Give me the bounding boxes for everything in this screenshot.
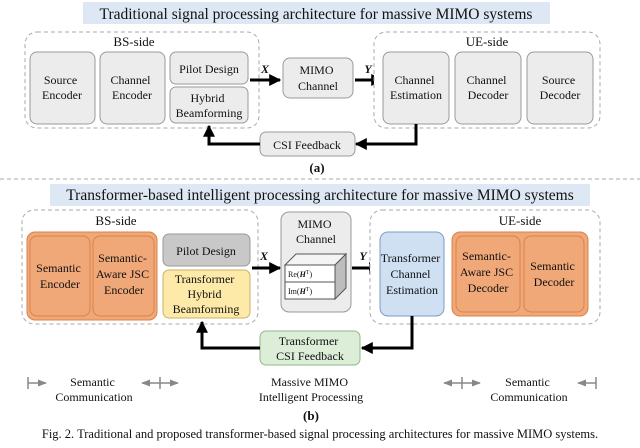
channel-decoder-box [454,51,522,125]
channel-cube-icon [283,252,348,301]
jsc-encoder-label: Semantic- Aware JSC Encoder [96,251,152,297]
panel-a-title-bg [83,2,550,24]
pilot-design-box [169,51,249,85]
panel-a-feedback-line-left [203,124,260,146]
panel-b-ue-label: UE-side [499,213,542,228]
panel-b-title-bg [50,184,590,206]
jsc-decoder-label: Semantic- Aware JSC Decoder [460,249,516,295]
panel-a-mimo-channel-label: MIMO Channel [298,63,339,93]
panel-b-x-label: X [259,249,269,263]
source-decoder-label: Source Decoder [540,73,581,102]
source-encoder-box [29,51,96,125]
channel-encoder-box [99,51,166,125]
panel-a-csi-feedback-label: CSI Feedback [273,138,341,152]
channel-decoder-label: Channel Decoder [467,73,510,102]
panel-a-bs-label: BS-side [113,34,154,49]
channel-encoder-label: Channel Encoder [111,73,154,102]
jsc-encoder-box [92,235,155,317]
hybrid-beamforming-label: Hybrid Beamforming [176,91,243,120]
semantic-encoder-inner [29,235,91,317]
cube-re-label: Re(HT) [288,270,312,279]
transformer-beamforming-box [162,269,251,319]
transformer-channel-estimation-label: Transformer Channel Estimation [381,251,444,297]
source-encoder-label: Source Encoder [42,73,82,102]
panel-a-y-label: Y [364,62,373,76]
cube-im-label: Im(HT) [288,287,312,296]
jsc-decoder-box [455,235,521,313]
panel-a-caption: (a) [309,160,324,175]
source-decoder-box [526,51,594,125]
semantic-encoder-label: Semantic Encoder [36,261,84,291]
semantic-decoder-box [523,235,585,313]
panel-b-title: Transformer-based intelligent processing… [66,187,573,204]
pilot-design-label: Pilot Design [179,62,239,76]
panel-a-mimo-channel-box [282,57,354,99]
panel-b-bs-label: BS-side [95,213,136,228]
panel-b-y-label: Y [359,249,368,263]
panel-a-x-label: X [260,62,270,76]
panel-b-feedback-line-right [360,316,414,354]
panel-a-ue-label: UE-side [466,34,509,49]
region-right-label: Semantic Communication [490,375,567,404]
region-mid-label: Massive MIMO Intelligent Processing [259,375,363,404]
panel-b-csi-feedback-label: Transformer CSI Feedback [276,334,344,363]
hybrid-beamforming-box [169,86,249,124]
panel-b-caption: (b) [303,408,319,423]
channel-estimation-label: Channel Estimation [390,73,442,102]
region-left-label: Semantic Communication [55,375,132,404]
panel-b-pilot-design-label: Pilot Design [176,244,236,258]
semantic-decoder-label: Semantic Decoder [530,259,578,289]
panel-b-mimo-channel-label: MIMO Channel [296,217,337,246]
panel-b-feedback-line-left [196,320,260,350]
transformer-beamforming-label: Transformer Hybrid Beamforming [173,272,240,316]
figure-caption: Fig. 2. Traditional and proposed transfo… [42,427,598,441]
panel-a-feedback-line-right [354,124,418,150]
panel-a-title: Traditional signal processing architectu… [100,6,533,23]
panel-b-pilot-design-box [162,233,251,267]
